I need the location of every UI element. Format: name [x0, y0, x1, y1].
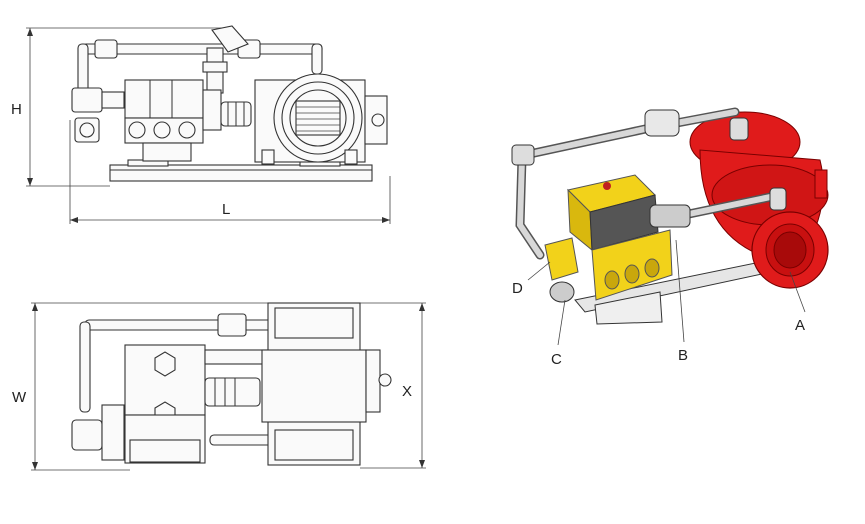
top-view: W X [12, 302, 426, 471]
side-base-frame [109, 164, 373, 182]
side-pump [124, 79, 252, 162]
side-pipe-loop [77, 25, 323, 95]
iso-pipe-loop [511, 107, 787, 260]
callout-d-label: D [512, 280, 523, 297]
callout-a: A [789, 271, 806, 334]
isometric-view: A B C D [511, 107, 829, 368]
callout-a-label: A [795, 317, 805, 334]
dimension-x: X [360, 302, 426, 469]
side-valve-block [71, 87, 125, 143]
dimension-h-label: H [11, 101, 22, 118]
callout-d: D [512, 261, 551, 297]
dimension-l-label: L [222, 201, 230, 218]
dimension-x-label: X [402, 383, 412, 400]
dimension-w: W [12, 302, 280, 471]
side-view: H L [11, 25, 391, 224]
callout-c-label: C [551, 351, 562, 368]
iso-pump [544, 174, 691, 303]
dimension-w-label: W [12, 389, 27, 406]
callout-c: C [551, 299, 566, 368]
side-housing [254, 73, 388, 165]
callout-b-label: B [678, 347, 688, 364]
dimension-h: H [11, 27, 230, 187]
callout-b: B [675, 239, 688, 364]
dimension-l: L [69, 120, 391, 224]
